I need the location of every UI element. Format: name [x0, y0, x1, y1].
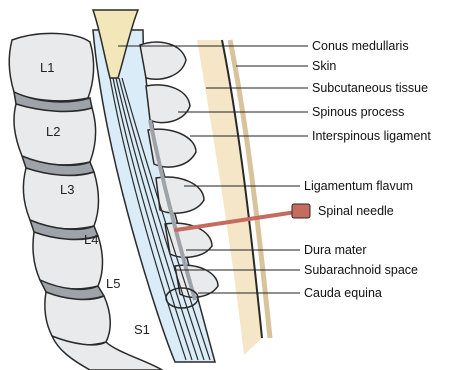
vertebra-l3	[23, 168, 98, 229]
vertebra-label-l4: L4	[84, 232, 98, 247]
callout-ligamentum-flavum: Ligamentum flavum	[304, 179, 413, 193]
callout-spinous-process: Spinous process	[312, 105, 404, 119]
vertebra-label-l3: L3	[60, 182, 74, 197]
callout-cauda-equina: Cauda equina	[304, 286, 382, 300]
callout-skin: Skin	[312, 59, 336, 73]
vertebra-label-s1: S1	[134, 322, 150, 337]
spinal-needle-hub	[292, 204, 310, 218]
vertebra-label-l1: L1	[40, 60, 54, 75]
vertebra-label-l2: L2	[46, 124, 60, 139]
callout-dura-mater: Dura mater	[304, 243, 367, 257]
callout-subarachnoid-space: Subarachnoid space	[304, 263, 418, 277]
callout-spinal-needle: Spinal needle	[318, 204, 394, 218]
vertebra-label-l5: L5	[106, 276, 120, 291]
callout-interspinous-ligament: Interspinous ligament	[312, 129, 431, 143]
callout-subcutaneous-tissue: Subcutaneous tissue	[312, 81, 428, 95]
callout-conus-medullaris: Conus medullaris	[312, 39, 409, 53]
